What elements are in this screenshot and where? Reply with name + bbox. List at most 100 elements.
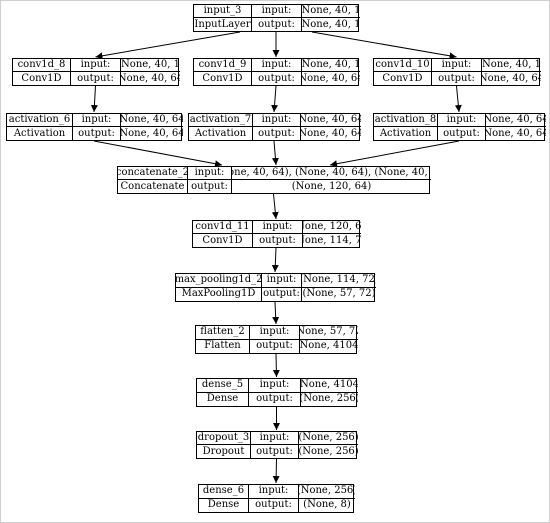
output-shape: (None, 40, 64) (302, 72, 360, 84)
output-label: output: (438, 127, 486, 140)
output-shape: (None, 256) (301, 393, 358, 405)
output-shape: (None, 57, 72) (302, 288, 376, 300)
layer-name: conv1d_11 (193, 221, 253, 234)
output-shape: (None, 4104) (300, 340, 358, 352)
input-label: input: (262, 274, 302, 288)
input-shape: (None, 256) (299, 432, 358, 445)
edge-flatten-2-to-dense-5 (272, 353, 280, 378)
layer-name: flatten_2 (196, 326, 250, 340)
output-shape: (None, 40, 64) (121, 127, 183, 139)
layer-name: activation_6 (7, 114, 73, 127)
output-shape: (None, 120, 64) (291, 180, 372, 192)
input-label: input: (253, 114, 301, 127)
edge-activation-7-to-concatenate-2 (271, 140, 279, 166)
output-label: output: (251, 445, 299, 458)
output-shape: (None, 40, 64) (482, 72, 541, 84)
input-shape: (None, 40, 1) (121, 59, 180, 72)
output-label: output: (188, 180, 232, 193)
input-shape: [(None, 40, 64), (None, 40, 64), (None, … (232, 167, 431, 180)
input-label: input: (252, 5, 302, 18)
output-label: output: (71, 72, 121, 85)
output-shape: [(None, 40, 1)] (302, 18, 360, 30)
layer-type: Dense (199, 498, 249, 512)
input-shape: (None, 57, 72) (300, 326, 358, 340)
output-label: output: (250, 339, 300, 353)
layer-name: input_3 (194, 5, 252, 18)
layer-name: conv1d_9 (194, 59, 252, 72)
input-shape: (None, 114, 72) (302, 274, 376, 288)
layer-name: activation_8 (374, 114, 438, 127)
edge-activation-8-to-concatenate-2 (329, 140, 460, 168)
input-shape: (None, 256) (299, 485, 355, 499)
output-shape: (None, 40, 64) (486, 127, 546, 139)
edge-conv1d-11-to-max-pooling1d-2 (271, 247, 279, 273)
input-label: input: (253, 221, 303, 234)
layer-type: Conv1D (374, 72, 432, 85)
layer-name: dense_5 (197, 379, 249, 393)
input-label: input: (432, 59, 482, 72)
input-label: input: (438, 114, 486, 127)
output-shape: (None, 40, 64) (301, 127, 361, 139)
input-shape: (None, 40, 64) (486, 114, 546, 127)
output-label: output: (253, 127, 301, 140)
input-label: input: (249, 379, 301, 393)
layer-name: conv1d_8 (13, 59, 71, 72)
input-label: input: (71, 59, 121, 72)
layer-type: Conv1D (194, 72, 252, 85)
input-shape: (None, 40, 1) (482, 59, 541, 72)
layer-type: Dense (197, 392, 249, 406)
edge-max-pooling1d-2-to-flatten-2 (272, 301, 280, 325)
output-shape: (None, 8) (303, 499, 351, 511)
edge-concatenate-2-to-conv1d-11 (271, 193, 279, 220)
input-shape: (None, 40, 64) (121, 114, 183, 127)
output-label: output: (252, 18, 302, 31)
output-label: output: (432, 72, 482, 85)
layer-type: Activation (374, 127, 438, 140)
input-label: input: (188, 167, 232, 180)
layer-name: conv1d_10 (374, 59, 432, 72)
input-label: input: (252, 59, 302, 72)
output-shape: (None, 40, 64) (121, 72, 180, 84)
output-label: output: (252, 72, 302, 85)
edge-input-3-to-conv1d-8 (95, 31, 241, 60)
layer-type: InputLayer (194, 18, 252, 31)
output-label: output: (73, 127, 121, 140)
layer-name: activation_7 (189, 114, 253, 127)
input-shape: (None, 4104) (301, 379, 358, 393)
layer-name: dense_6 (199, 485, 249, 499)
layer-name: concatenate_2 (118, 167, 188, 180)
edge-input-3-to-conv1d-10 (311, 31, 457, 60)
edge-activation-6-to-concatenate-2 (93, 140, 223, 168)
layer-name: max_pooling1d_2 (176, 274, 262, 288)
input-label: input: (73, 114, 121, 127)
edge-conv1d-10-to-activation-8 (454, 85, 462, 113)
output-shape: (None, 114, 72) (303, 234, 361, 246)
layer-type: MaxPooling1D (176, 287, 262, 301)
output-label: output: (253, 234, 303, 247)
layer-type: Flatten (196, 339, 250, 353)
layer-type: Conv1D (193, 234, 253, 247)
input-label: input: (250, 326, 300, 340)
input-label: input: (251, 432, 299, 445)
input-shape: (None, 120, 64) (303, 221, 361, 234)
input-shape: (None, 40, 64) (301, 114, 361, 127)
layer-type: Activation (189, 127, 253, 140)
edge-dropout-3-to-dense-6 (272, 458, 280, 484)
input-shape: (None, 40, 1) (302, 59, 360, 72)
layer-type: Conv1D (13, 72, 71, 85)
layer-type: Activation (7, 127, 73, 140)
layer-type: Dropout (197, 445, 251, 458)
layer-type: Concatenate (118, 180, 188, 193)
